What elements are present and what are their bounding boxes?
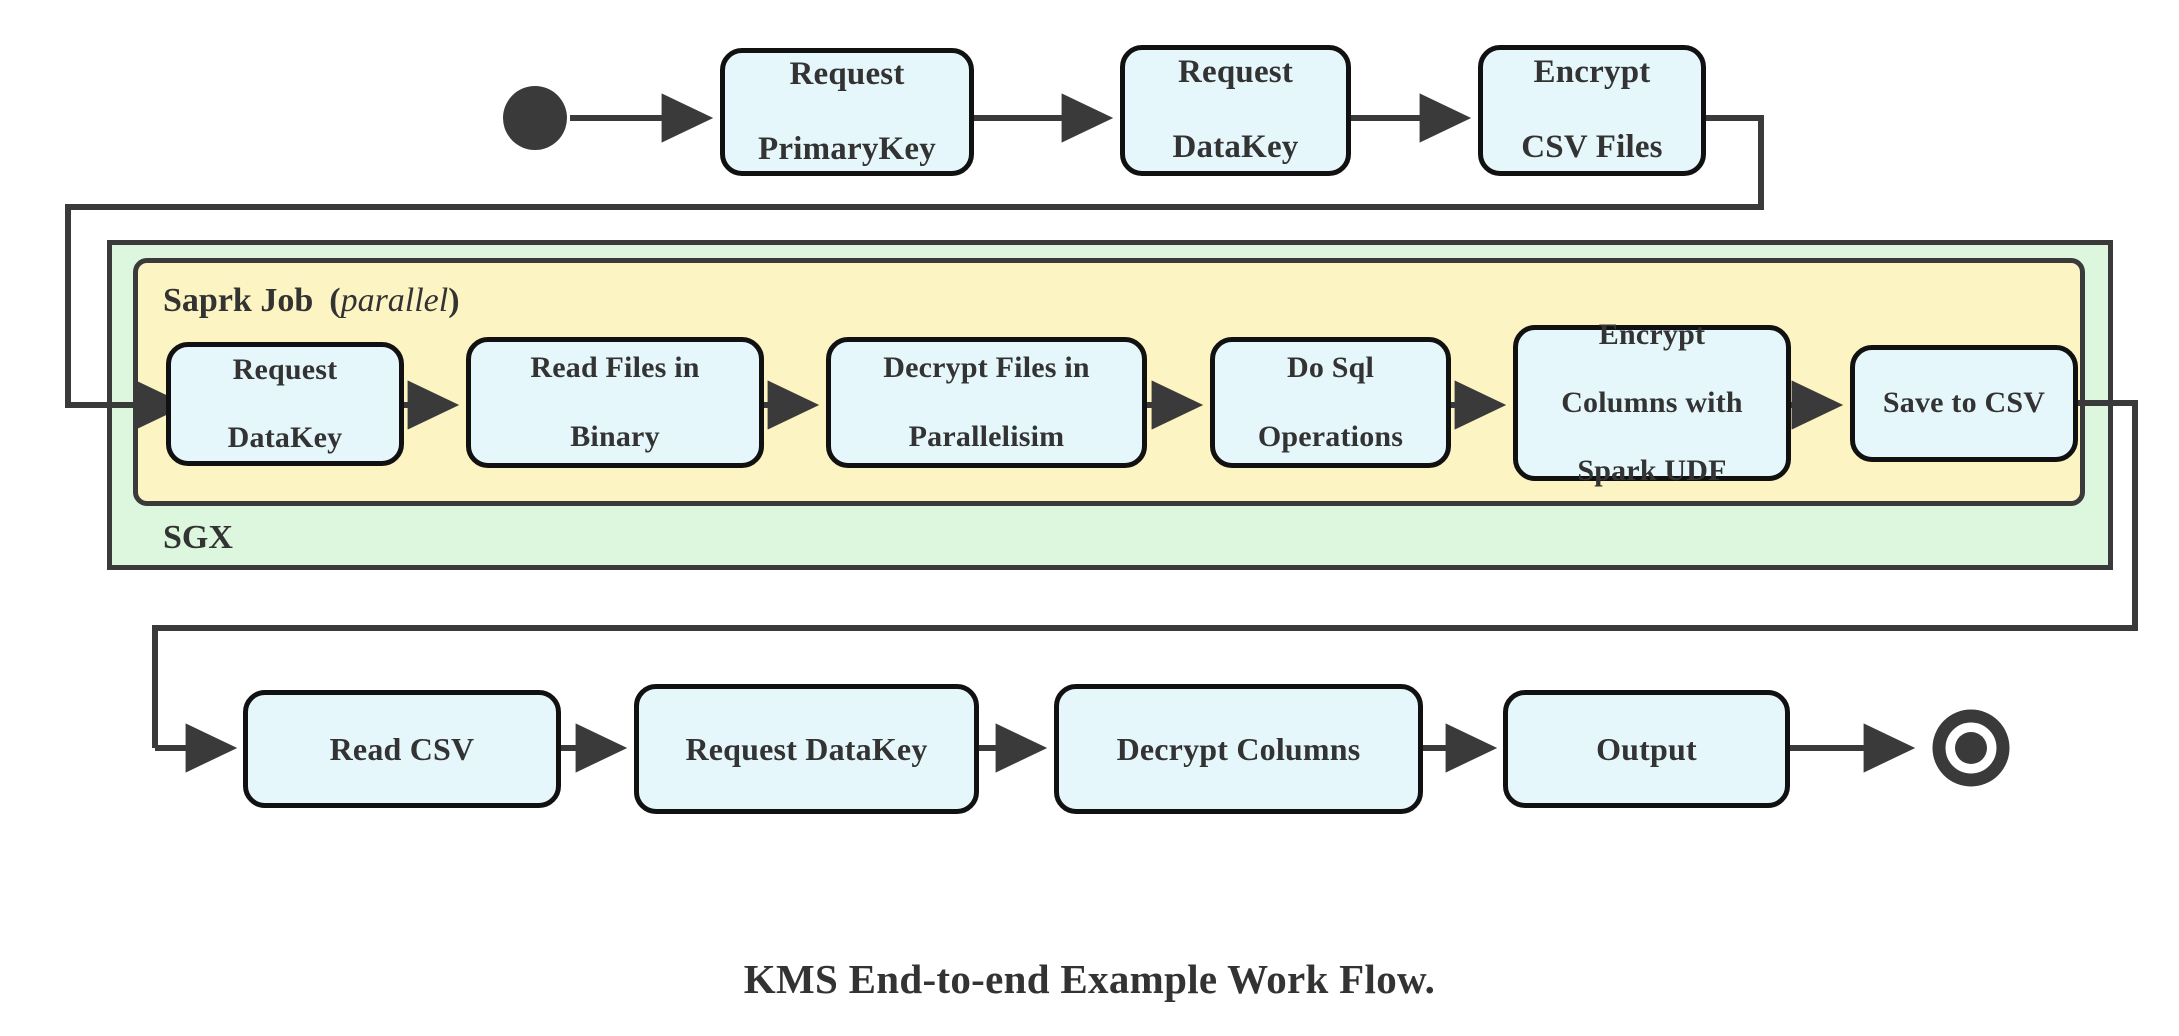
- node-read-files-in-binary-line2: Binary: [570, 419, 660, 453]
- start-node-icon: [503, 86, 567, 150]
- spark-job-paren-open: (: [329, 282, 341, 319]
- node-request-datakey-bottom-label: Request DataKey: [685, 730, 928, 767]
- end-node-outer-ring-icon: [1932, 709, 2010, 787]
- diagram-caption: KMS End-to-end Example Work Flow.: [743, 956, 1436, 1002]
- sgx-label: SGX: [163, 519, 233, 556]
- node-read-csv-label: Read CSV: [329, 730, 475, 767]
- node-request-datakey-top-line1: Request: [1177, 54, 1294, 91]
- node-save-to-csv[interactable]: Save to CSV: [1850, 345, 2078, 462]
- end-node-inner-dot-icon: [1955, 732, 1987, 764]
- node-save-to-csv-label: Save to CSV: [1882, 386, 2046, 420]
- node-do-sql-operations-line1: Do Sql: [1286, 351, 1375, 385]
- node-encrypt-csv-files-line2: CSV Files: [1521, 129, 1663, 166]
- spark-job-label-text: Saprk Job: [163, 282, 314, 319]
- node-read-files-in-binary-label: Read Files in Binary: [510, 351, 719, 454]
- spark-job-parallel-text: parallel: [340, 282, 449, 319]
- node-encrypt-columns-line3: Spark UDF: [1577, 454, 1727, 488]
- node-read-files-in-binary[interactable]: Read Files in Binary: [466, 337, 764, 468]
- node-request-primarykey-line2: PrimaryKey: [758, 130, 936, 167]
- node-request-datakey-top-line2: DataKey: [1172, 129, 1299, 166]
- spark-job-paren-close: ): [448, 282, 460, 319]
- node-decrypt-files-in-parallelisim[interactable]: Decrypt Files in Parallelisim: [826, 337, 1147, 468]
- node-decrypt-columns-label: Decrypt Columns: [1116, 730, 1361, 767]
- node-decrypt-columns[interactable]: Decrypt Columns: [1054, 684, 1423, 814]
- spark-job-label: Saprk Job (parallel): [163, 282, 460, 320]
- node-request-primarykey-line1: Request: [789, 55, 905, 92]
- node-request-datakey-spark-line2: DataKey: [227, 421, 343, 455]
- node-encrypt-csv-files-line1: Encrypt: [1533, 54, 1651, 91]
- node-read-files-in-binary-line1: Read Files in: [530, 351, 700, 385]
- node-decrypt-files-line2: Parallelisim: [908, 419, 1065, 453]
- node-request-datakey-bottom[interactable]: Request DataKey: [634, 684, 979, 814]
- node-output-label: Output: [1596, 730, 1697, 767]
- node-decrypt-files-in-parallelisim-label: Decrypt Files in Parallelisim: [863, 351, 1110, 454]
- node-read-csv[interactable]: Read CSV: [243, 690, 561, 808]
- node-encrypt-columns-line2: Columns with: [1561, 385, 1743, 419]
- node-request-datakey-spark-line1: Request: [232, 352, 338, 386]
- node-do-sql-operations-line2: Operations: [1257, 419, 1404, 453]
- node-encrypt-columns-line1: Encrypt: [1598, 317, 1706, 351]
- node-output[interactable]: Output: [1503, 690, 1790, 808]
- node-decrypt-files-line1: Decrypt Files in: [883, 351, 1090, 385]
